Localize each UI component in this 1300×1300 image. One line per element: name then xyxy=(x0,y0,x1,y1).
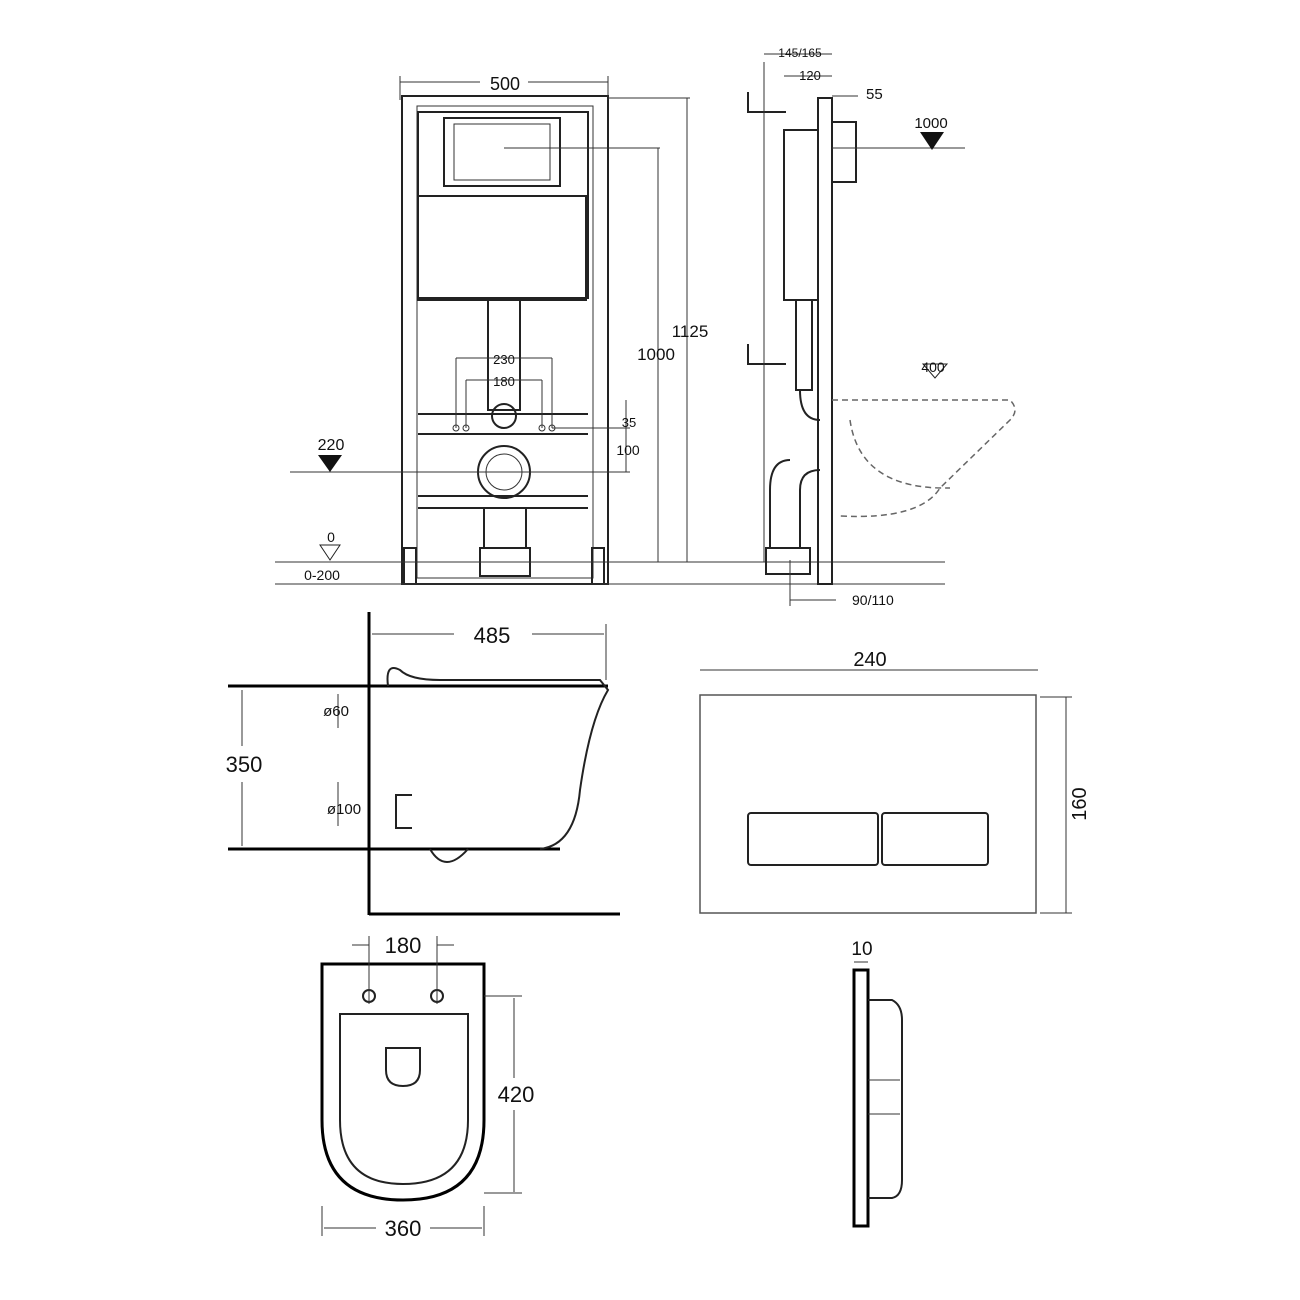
dim-foot: 90/110 xyxy=(852,592,894,608)
dim-frame-height: 1125 xyxy=(672,322,709,341)
dim-bolt-spacing: 180 xyxy=(385,933,422,958)
flush-plate-front xyxy=(699,669,1072,914)
dim-spacing-230: 230 xyxy=(493,352,515,367)
dim-frame-width: 500 xyxy=(490,74,520,94)
dim-plate-height: 160 xyxy=(1069,787,1091,820)
dim-offset-35: 35 xyxy=(622,415,636,430)
bowl-side-view xyxy=(228,612,620,916)
frame-side-view xyxy=(747,53,1016,606)
dim-bowl-depth: 420 xyxy=(498,1082,535,1107)
level-flush: 1000 xyxy=(914,115,947,132)
dim-bowl-width: 360 xyxy=(385,1216,422,1241)
bowl-top-view xyxy=(320,936,522,1236)
dim-depth-inner: 120 xyxy=(799,68,821,83)
frame-front-view xyxy=(275,76,945,585)
dim-depth: 145/165 xyxy=(778,46,822,60)
flush-plate-side xyxy=(852,961,903,1228)
dim-flange: 55 xyxy=(866,86,883,103)
floor-range: 0-200 xyxy=(304,567,340,583)
level-floor: 0 xyxy=(327,529,335,545)
dim-plate-thickness: 10 xyxy=(851,939,872,960)
dim-offset-100: 100 xyxy=(616,442,640,458)
dim-spacing-180: 180 xyxy=(493,374,515,389)
level-drain: 220 xyxy=(318,437,345,454)
dim-inlet: ø60 xyxy=(323,703,349,720)
dim-flush-height: 1000 xyxy=(637,345,675,364)
dim-bowl-height: 350 xyxy=(226,752,263,777)
dim-plate-width: 240 xyxy=(853,649,886,671)
dim-bowl-length: 485 xyxy=(474,623,511,648)
level-bowl: 400 xyxy=(921,359,945,375)
dim-outlet: ø100 xyxy=(327,801,361,818)
